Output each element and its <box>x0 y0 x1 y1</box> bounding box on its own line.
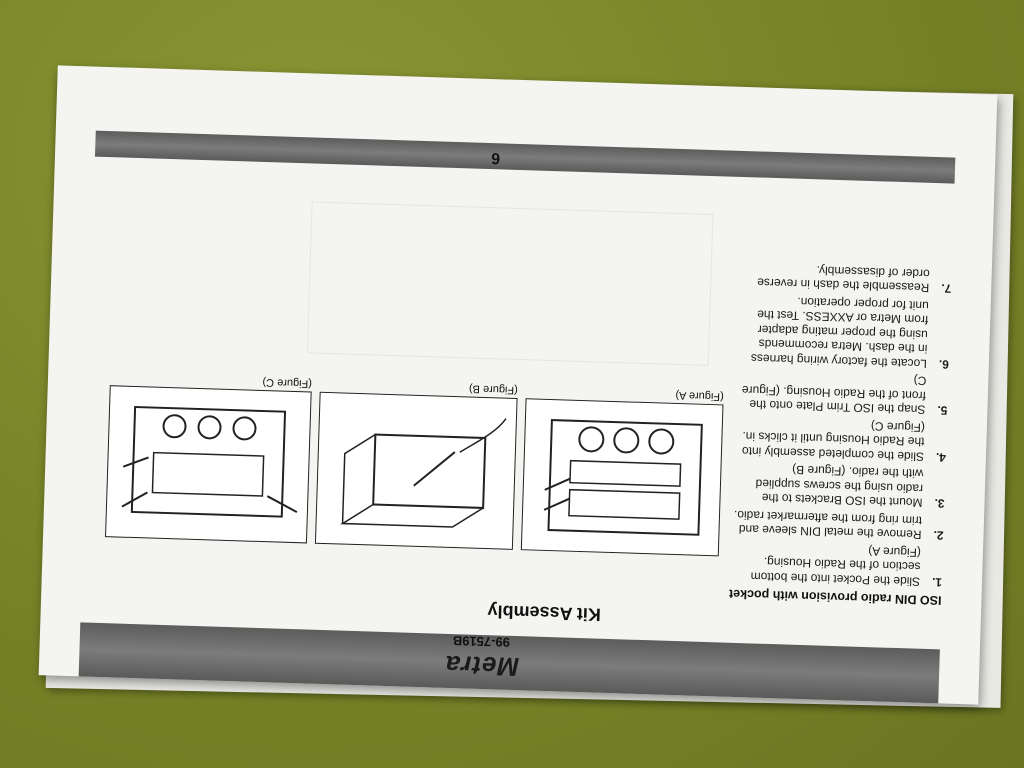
list-item: 6.Locate the factory wiring harness in t… <box>750 294 950 372</box>
part-number: 99-7519B <box>452 633 511 650</box>
figure-a-illustration <box>520 398 724 557</box>
list-item: 1.Slide the Pocket into the bottom secti… <box>750 544 943 590</box>
list-item: 3.Mount the ISO Brackets to the radio us… <box>755 463 945 511</box>
list-item: 4.Slide the completed assembly into the … <box>741 419 947 465</box>
instruction-sheet: Metra 99-7519B Kit Assembly ISO DIN radi… <box>38 65 998 705</box>
figure-c-caption: (Figure C) <box>262 375 313 390</box>
figure-c-illustration <box>105 385 312 544</box>
footer-band: 6 <box>94 130 956 184</box>
brand-logo: Metra <box>444 649 520 683</box>
figure-b-caption: (Figure B) <box>468 382 519 396</box>
steps-list: 1.Slide the Pocket into the bottom secti… <box>722 257 952 589</box>
page-number: 6 <box>490 149 501 167</box>
page-title: Kit Assembly <box>487 601 602 625</box>
list-item: 7.Reassemble the dash in reverse order o… <box>757 263 952 297</box>
sheet-content: Metra 99-7519B Kit Assembly ISO DIN radi… <box>39 65 998 704</box>
list-item: 5.Snap the ISO Trim Plate onto the front… <box>741 373 948 418</box>
figure-a-caption: (Figure A) <box>675 388 724 403</box>
figure-b-illustration <box>314 391 518 550</box>
bleed-through-figures <box>306 201 714 366</box>
list-item: 2.Remove the metal DIN sleeve and trim r… <box>733 507 944 543</box>
section-subtitle: ISO DIN radio provision with pocket <box>728 586 942 608</box>
